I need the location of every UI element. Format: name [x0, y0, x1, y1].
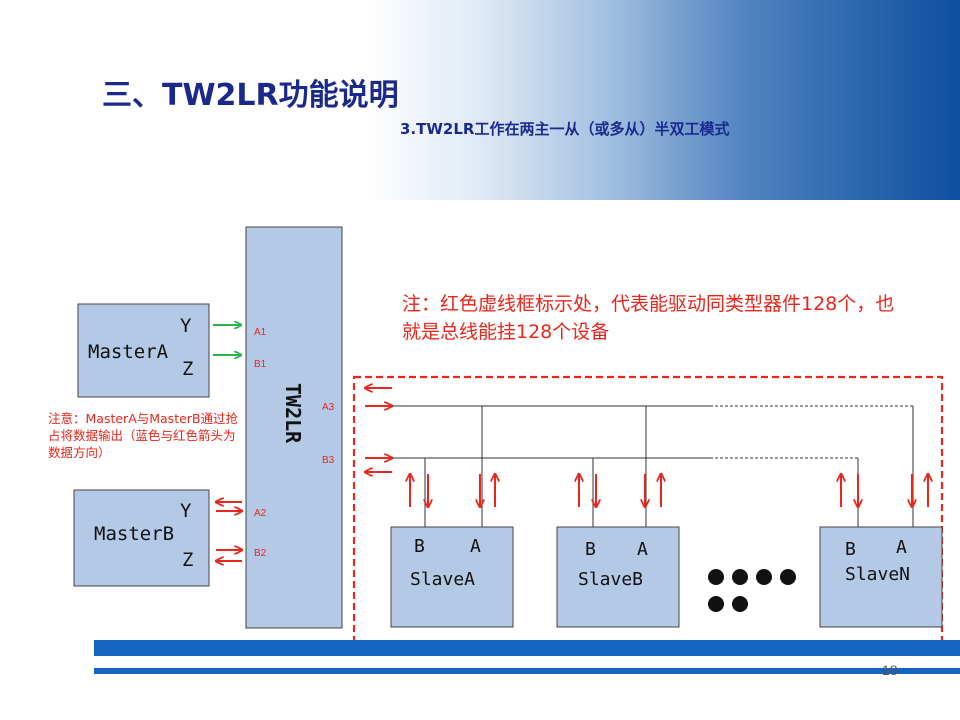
master-b-y: Y	[180, 500, 192, 522]
page-number: 18	[882, 662, 898, 678]
slave-n-b-pin: B	[845, 539, 856, 560]
slave-n-a-arrows	[912, 474, 928, 507]
footer-bar-thick	[94, 640, 960, 656]
pin-b3-label: B3	[322, 455, 335, 466]
tw2lr-label: TW2LR	[281, 383, 305, 444]
footer-bar-thin	[94, 668, 960, 674]
slave-a-b-arrows	[410, 474, 428, 507]
master-a-y: Y	[180, 315, 192, 337]
header-background	[0, 0, 960, 200]
pin-a2-label: A2	[254, 508, 267, 519]
master-a-label: MasterA	[88, 341, 169, 363]
slave-b-a-pin: A	[637, 539, 648, 560]
page-title: 三、TW2LR功能说明	[102, 78, 399, 113]
master-b-y-arrows	[216, 502, 242, 511]
more-slaves-ellipsis	[708, 569, 796, 612]
master-b-box	[73, 489, 210, 587]
slave-a-b-pin: B	[414, 536, 425, 557]
slave-n-label: SlaveN	[845, 564, 910, 585]
slave-n-box	[819, 526, 943, 628]
master-preemption-note: 注意：MasterA与MasterB通过抢占将数据输出（蓝色与红色箭头为数据方向…	[48, 411, 239, 460]
pin-b2-label: B2	[254, 548, 267, 559]
slave-b-b-pin: B	[585, 539, 596, 560]
slave-n-a-pin: A	[896, 537, 907, 558]
slave-b-b-arrows	[579, 474, 596, 507]
pin-a1-label: A1	[254, 327, 267, 338]
slave-a-box	[390, 526, 514, 628]
master-a-box	[77, 303, 210, 398]
b3-bus-arrows	[365, 458, 392, 472]
slave-n-b-arrows	[841, 474, 858, 507]
page-subtitle: 3.TW2LR工作在两主一从（或多从）半双工模式	[400, 120, 730, 138]
slave-a-label: SlaveA	[410, 569, 475, 590]
pin-a3-label: A3	[322, 402, 335, 413]
slave-a-a-pin: A	[470, 536, 481, 557]
slave-b-a-arrows	[645, 474, 661, 507]
master-b-z: Z	[182, 549, 193, 571]
slave-b-label: SlaveB	[578, 569, 643, 590]
tw2lr-device	[245, 226, 343, 629]
slave-b-box	[556, 526, 680, 628]
master-a-z: Z	[182, 358, 193, 380]
a3-bus-arrows	[365, 388, 392, 406]
master-b-label: MasterB	[94, 523, 174, 545]
slave-a-a-arrows	[480, 474, 495, 507]
pin-b1-label: B1	[254, 359, 267, 370]
master-b-z-arrows	[216, 550, 242, 561]
bus-capacity-note: 注：红色虚线框标示处，代表能驱动同类型器件128个，也就是总线能挂128个设备	[402, 293, 895, 343]
